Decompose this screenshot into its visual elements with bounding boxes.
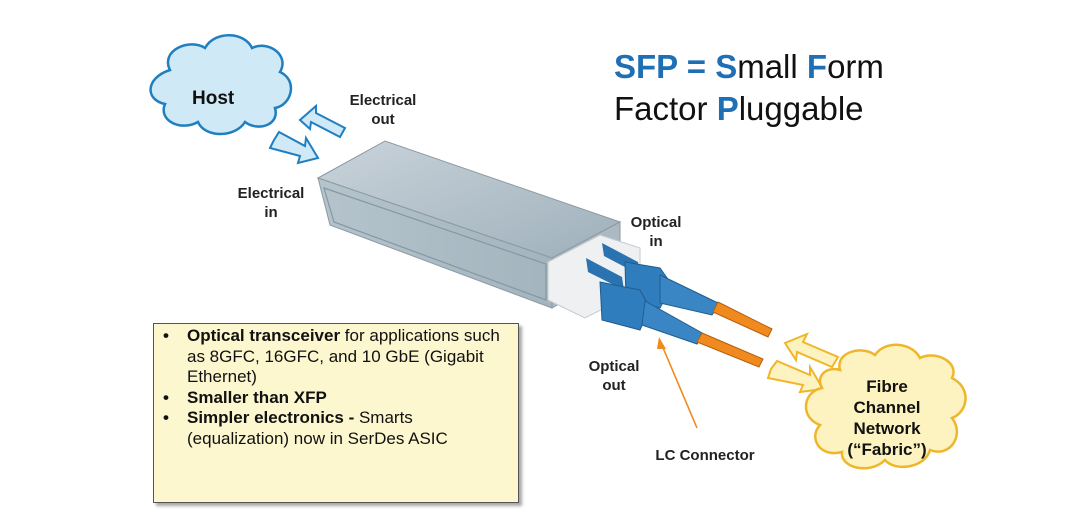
network-label-line: Channel <box>853 398 921 417</box>
label-line: out <box>602 377 626 394</box>
network-label-line: Fibre <box>866 377 908 396</box>
electrical-out-arrow <box>298 103 347 139</box>
label-line: Optical <box>588 358 640 375</box>
feature-list: Optical transceiver for applications suc… <box>154 326 518 449</box>
label-line: out <box>371 111 395 128</box>
title-line-2: Factor Pluggable <box>614 88 884 130</box>
optical-out-label: Optical out <box>570 357 658 395</box>
title-line-1: SFP = Small Form <box>614 46 884 88</box>
electrical-in-arrow <box>268 130 320 165</box>
label-line: Electrical <box>237 185 305 202</box>
feature-item: Smaller than XFP <box>163 387 518 409</box>
optical-in-arrow <box>783 332 840 369</box>
optical-in-label: Optical in <box>612 213 700 251</box>
label-line: Optical <box>630 214 682 231</box>
feature-item: Optical transceiver for applications suc… <box>163 326 518 388</box>
page-title: SFP = Small Form Factor Pluggable <box>614 46 884 130</box>
sfp-module <box>316 140 641 319</box>
title-seg: mall <box>737 48 807 85</box>
label-line: in <box>649 233 663 250</box>
feature-text: Smarts (equalization) now in SerDes ASIC <box>187 408 448 448</box>
title-seg: luggable <box>738 90 864 127</box>
lc-pointer-arrow <box>657 337 698 429</box>
lc-connector <box>586 243 721 345</box>
feature-bold: Simpler electronics - <box>187 408 359 427</box>
title-seg: F <box>806 48 828 85</box>
title-seg: S <box>715 48 738 85</box>
network-label-line: (“Fabric”) <box>847 440 927 459</box>
title-seg: orm <box>827 48 884 85</box>
feature-box: Optical transceiver for applications suc… <box>153 323 519 503</box>
feature-text: for applications such as 8GFC, 16GFC, an… <box>187 326 500 386</box>
fiber-cables <box>696 301 773 368</box>
feature-bold: Smaller than XFP <box>187 387 327 407</box>
label-line: in <box>264 204 278 221</box>
network-label-line: Network <box>853 419 921 438</box>
feature-bold: Optical transceiver <box>187 326 341 345</box>
host-cloud <box>149 34 293 136</box>
title-seg: SFP = <box>614 48 716 85</box>
electrical-in-label: Electrical in <box>226 184 316 222</box>
host-label: Host <box>192 88 235 109</box>
network-cloud <box>804 343 967 470</box>
title-seg: P <box>716 90 739 127</box>
network-label: Fibre Channel Network (“Fabric”) <box>838 376 936 460</box>
feature-item: Simpler electronics - Smarts (equalizati… <box>163 408 518 449</box>
optical-out-arrow <box>766 359 825 394</box>
lc-connector-label: LC Connector <box>655 447 755 464</box>
title-seg: Factor <box>614 90 717 127</box>
label-line: Electrical <box>349 92 417 109</box>
electrical-out-label: Electrical out <box>338 91 428 129</box>
